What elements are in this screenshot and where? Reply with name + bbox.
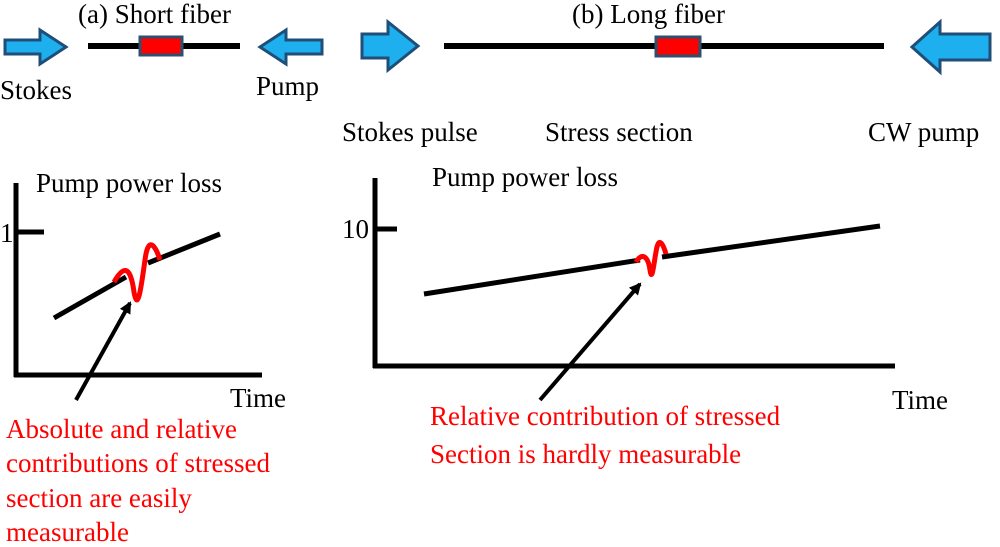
panel-b-pointer-arrow — [538, 282, 642, 402]
panel-a-note-line: measurable — [6, 517, 129, 547]
panel-a-note: Absolute and relative contributions of s… — [6, 414, 277, 547]
panel-a-pointer-arrow — [74, 301, 132, 401]
panel-a-xlabel: Time — [230, 383, 286, 413]
panel-b-stress-signal-curve — [633, 240, 669, 277]
panel-b-loss-trend-right — [661, 223, 881, 260]
panel-a-stokes-label: Stokes — [0, 75, 72, 105]
panel-b-stress-label: Stress section — [545, 117, 693, 147]
panel-a-ylabel: Pump power loss — [36, 168, 222, 198]
pump-arrow-icon — [257, 27, 324, 67]
panel-a-note-line: section are easily — [6, 483, 192, 513]
panel-b-title: (b) Long fiber — [572, 0, 725, 29]
panel-b-note: Relative contribution of stressed Sectio… — [430, 401, 787, 469]
long-fiber-stress-section — [654, 35, 702, 58]
panel-b-xlabel: Time — [892, 385, 948, 415]
stokes-pulse-arrow-icon — [360, 18, 421, 74]
panel-a-plot: Pump power loss 1 Time Absolute and rela… — [0, 168, 286, 547]
panel-a-y-tick-label: 1 — [0, 218, 14, 248]
panel-b-plot: Pump power loss 10 Time Relative contrib… — [342, 162, 948, 469]
panel-a-loss-trend-left — [52, 274, 128, 321]
panel-a-title: (a) Short fiber — [78, 0, 231, 29]
short-fiber-stress-section — [138, 35, 184, 57]
panel-a-note-line: Absolute and relative — [6, 414, 237, 444]
panel-b-ylabel: Pump power loss — [432, 162, 618, 192]
panel-b-y-tick-label: 10 — [342, 214, 369, 244]
panel-b-note-line: Section is hardly measurable — [430, 439, 741, 469]
panel-a-note-line: contributions of stressed — [6, 448, 270, 478]
stokes-arrow-icon — [3, 27, 69, 67]
panel-b-pump-label: CW pump — [868, 117, 979, 147]
panel-a-stress-signal-curve — [111, 242, 163, 303]
panel-a-schematic: (a) Short fiber Stokes Pump — [0, 0, 324, 105]
cw-pump-arrow-icon — [909, 18, 992, 76]
panel-b-loss-trend-left — [423, 257, 641, 297]
panel-b-schematic: (b) Long fiber Stokes pulse Stress secti… — [342, 0, 992, 147]
panel-b-note-line: Relative contribution of stressed — [430, 401, 781, 431]
panel-a-pump-label: Pump — [256, 71, 319, 101]
panel-b-stokes-label: Stokes pulse — [342, 117, 478, 147]
